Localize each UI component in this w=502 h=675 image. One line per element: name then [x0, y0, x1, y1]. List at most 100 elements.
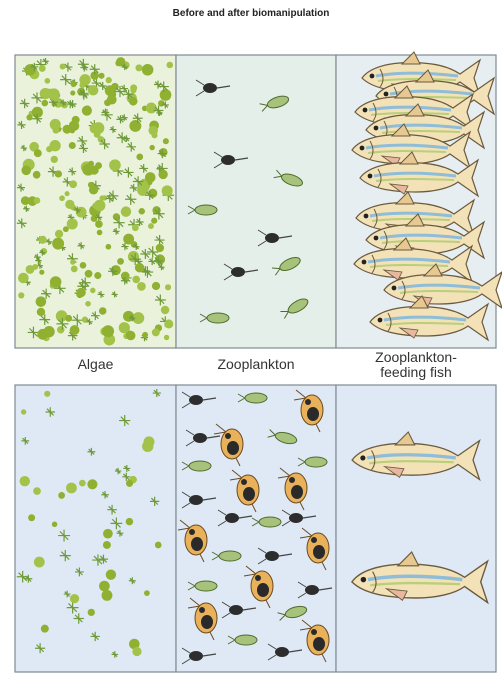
algae-cell: [137, 185, 148, 196]
algae-cell: [94, 272, 101, 279]
algae-cell: [106, 569, 116, 579]
algae-cell: [56, 310, 68, 322]
algae-cell: [51, 156, 58, 163]
algae-cell: [156, 244, 164, 252]
algae-cell: [65, 315, 72, 322]
algae-cell: [129, 97, 138, 106]
algae-cell: [135, 263, 144, 272]
algae-cell: [71, 266, 78, 273]
algae-cell: [71, 81, 77, 87]
algae-cell: [162, 185, 173, 196]
algae-cell: [144, 436, 155, 447]
algae-cell: [130, 87, 136, 93]
algae-cell: [117, 258, 124, 265]
algae-cell: [94, 131, 101, 138]
algae-cell: [166, 62, 173, 69]
algae-cell: [55, 170, 62, 177]
label-fish-line2: feeding fish: [336, 365, 496, 380]
algae-cell: [41, 100, 48, 107]
algae-cell: [123, 234, 134, 245]
algae-cell: [21, 409, 26, 414]
algae-cell: [106, 77, 112, 83]
algae-cell: [41, 625, 49, 633]
algae-cell: [28, 514, 35, 521]
panel-bottom-algae: [15, 385, 176, 672]
algae-cell: [161, 306, 169, 314]
algae-cell: [66, 483, 77, 494]
algae-cell: [146, 103, 157, 114]
algae-cell: [148, 223, 154, 229]
algae-cell: [149, 126, 158, 135]
algae-cell: [135, 64, 142, 71]
algae-cell: [90, 288, 96, 294]
algae-cell: [69, 142, 76, 149]
algae-cell: [152, 328, 160, 336]
algae-cell: [34, 149, 42, 157]
algae-cell: [136, 153, 143, 160]
algae-cell: [165, 284, 171, 290]
algae-cell: [44, 391, 50, 397]
algae-cell: [116, 57, 125, 66]
algae-cell: [95, 162, 102, 169]
algae-cell: [70, 325, 80, 335]
label-zooplankton: Zooplankton: [176, 357, 336, 372]
algae-cell: [59, 195, 65, 201]
algae-cell: [58, 492, 65, 499]
algae-cell: [106, 244, 112, 250]
panel-bottom-fish: [336, 385, 496, 672]
algae-cell: [36, 296, 47, 307]
algae-cell: [103, 541, 111, 549]
algae-cell: [126, 480, 133, 487]
algae-cell: [85, 301, 91, 307]
algae-cell: [144, 590, 150, 596]
algae-cell: [88, 182, 94, 188]
algae-cell: [32, 264, 38, 270]
algae-cell: [45, 78, 51, 84]
algae-cell: [70, 594, 79, 603]
algae-cell: [105, 85, 116, 96]
algae-cell: [126, 331, 136, 341]
algae-cell: [164, 319, 173, 328]
algae-cell: [132, 224, 139, 231]
algae-cell: [142, 332, 148, 338]
algae-cell: [46, 146, 52, 152]
algae-cell: [43, 326, 54, 337]
algae-cell: [99, 581, 110, 592]
algae-cell: [69, 180, 77, 188]
algae-cell: [102, 325, 114, 337]
algae-cell: [164, 335, 169, 340]
algae-cell: [21, 196, 30, 205]
algae-cell: [132, 276, 140, 284]
algae-cell: [33, 487, 41, 495]
algae-cell: [88, 85, 98, 95]
algae-cell: [92, 203, 98, 209]
algae-cell: [52, 522, 58, 528]
algae-cell: [149, 145, 154, 150]
algae-cell: [97, 230, 103, 236]
algae-cell: [37, 308, 45, 316]
algae-cell: [137, 282, 146, 291]
algae-cell: [152, 282, 160, 290]
algae-cell: [163, 138, 169, 144]
label-fish-line1: Zooplankton-: [336, 350, 496, 365]
algae-cell: [65, 191, 70, 196]
algae-cell: [18, 292, 24, 298]
algae-cell: [80, 262, 87, 269]
algae-cell: [95, 220, 103, 228]
panel-top-zooplankton: [176, 55, 336, 348]
algae-cell: [34, 197, 41, 204]
algae-cell: [102, 590, 113, 601]
algae-cell: [52, 238, 64, 250]
algae-cell: [79, 74, 90, 85]
algae-cell: [132, 647, 141, 656]
algae-cell: [79, 480, 86, 487]
algae-cell: [76, 288, 85, 297]
algae-cell: [57, 326, 65, 334]
algae-cell: [18, 273, 29, 284]
algae-cell: [99, 307, 107, 315]
algae-cell: [82, 106, 92, 116]
algae-cell: [33, 171, 41, 179]
algae-cell: [85, 270, 93, 278]
algae-cell: [63, 125, 72, 134]
algae-cell: [50, 119, 61, 130]
